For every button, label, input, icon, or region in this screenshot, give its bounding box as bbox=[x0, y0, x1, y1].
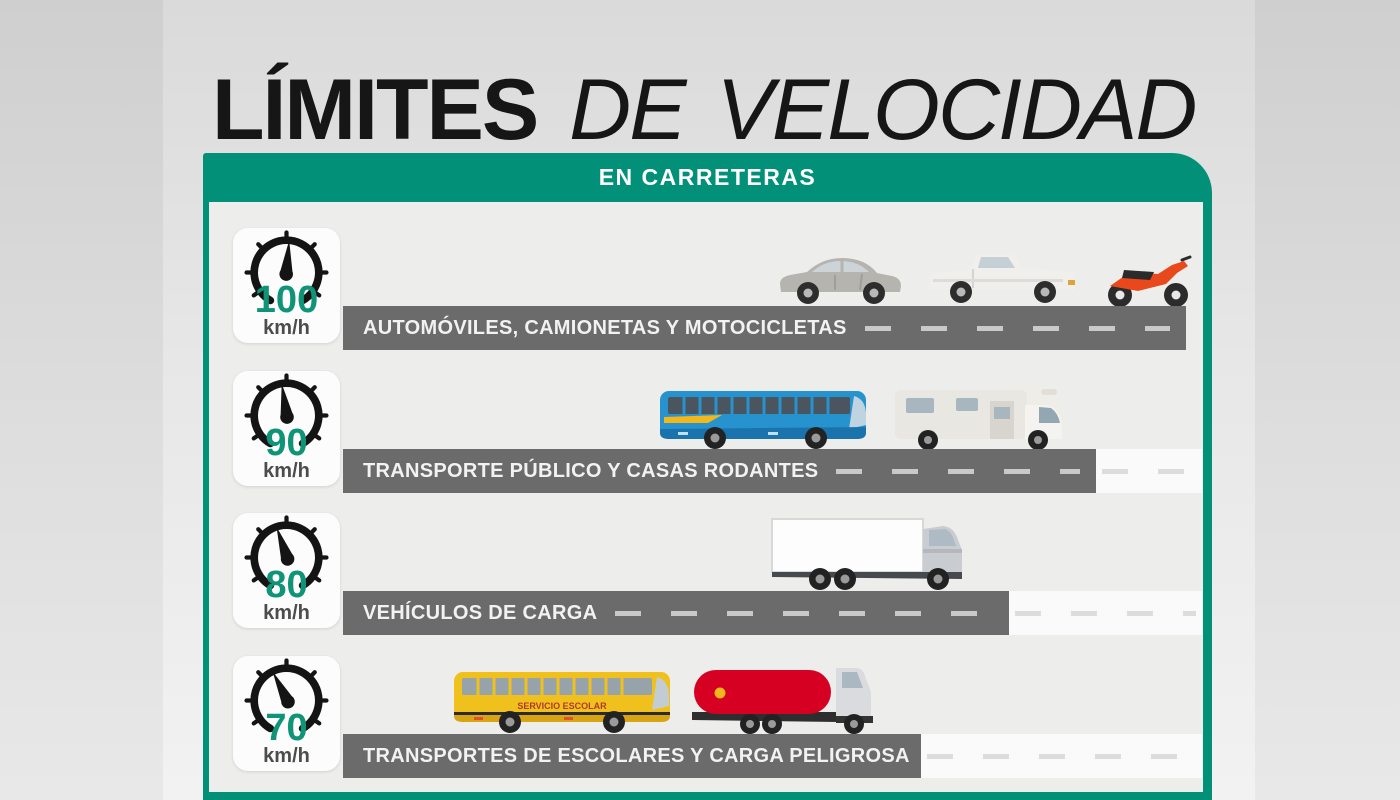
lane-dashes bbox=[836, 468, 1080, 474]
speedometer-icon bbox=[244, 515, 329, 590]
title-word-limites: LÍMITES bbox=[212, 61, 539, 158]
faded-lane-dashes bbox=[1102, 468, 1196, 474]
speedometer-icon bbox=[244, 373, 329, 448]
speedometer-icon bbox=[244, 230, 329, 305]
speed-unit: km/h bbox=[263, 602, 310, 624]
faded-lane-dashes bbox=[1015, 610, 1196, 616]
page-title: LÍMITES DE VELOCIDAD bbox=[212, 50, 1202, 170]
tanker-truck-icon bbox=[692, 668, 873, 734]
road-fade-continuation bbox=[1009, 591, 1202, 635]
speed-unit: km/h bbox=[263, 460, 310, 482]
speed-value: 70 bbox=[265, 707, 308, 749]
speed-value: 90 bbox=[265, 422, 308, 464]
section-banner-label: EN CARRETERAS bbox=[598, 164, 817, 190]
box-truck-icon bbox=[771, 518, 962, 590]
coach-bus-icon bbox=[660, 391, 866, 449]
road-bar-90: TRANSPORTE PÚBLICO Y CASAS RODANTES bbox=[343, 449, 1096, 493]
speed-unit: km/h bbox=[263, 745, 310, 767]
road-label: TRANSPORTES DE ESCOLARES Y CARGA PELIGRO… bbox=[363, 744, 910, 767]
road-fade-continuation bbox=[1096, 449, 1202, 493]
title-word-velocidad: VELOCIDAD bbox=[716, 61, 1198, 158]
speed-card-70: 70 km/h bbox=[233, 656, 340, 771]
road-bar-100: AUTOMÓVILES, CAMIONETAS Y MOTOCICLETAS bbox=[343, 306, 1186, 350]
motorhome-icon bbox=[895, 384, 1062, 450]
speedometer-icon bbox=[244, 658, 329, 733]
road-label: VEHÍCULOS DE CARGA bbox=[363, 601, 598, 624]
pickup-truck-icon bbox=[930, 254, 1075, 303]
motorcycle-icon bbox=[1108, 255, 1192, 307]
speed-card-100: 100 km/h bbox=[233, 228, 340, 343]
road-bar-70: TRANSPORTES DE ESCOLARES Y CARGA PELIGRO… bbox=[343, 734, 921, 778]
speed-card-80: 80 km/h bbox=[233, 513, 340, 628]
school-bus-icon: SERVICIO ESCOLAR bbox=[454, 672, 670, 733]
road-label: TRANSPORTE PÚBLICO Y CASAS RODANTES bbox=[363, 459, 819, 482]
road-bar-80: VEHÍCULOS DE CARGA bbox=[343, 591, 1009, 635]
speed-unit: km/h bbox=[263, 317, 310, 339]
speed-card-90: 90 km/h bbox=[233, 371, 340, 486]
speed-value: 100 bbox=[254, 279, 319, 321]
sedan-icon bbox=[780, 258, 901, 304]
title-word-de: DE bbox=[569, 61, 686, 158]
road-label: AUTOMÓVILES, CAMIONETAS Y MOTOCICLETAS bbox=[363, 316, 847, 339]
lane-dashes bbox=[864, 325, 1170, 331]
lane-dashes bbox=[615, 610, 993, 616]
faded-lane-dashes bbox=[927, 753, 1196, 759]
svg-text:SERVICIO ESCOLAR: SERVICIO ESCOLAR bbox=[517, 701, 607, 711]
section-banner: EN CARRETERAS bbox=[203, 153, 1212, 202]
road-fade-continuation bbox=[921, 734, 1202, 778]
speed-value: 80 bbox=[265, 564, 308, 606]
